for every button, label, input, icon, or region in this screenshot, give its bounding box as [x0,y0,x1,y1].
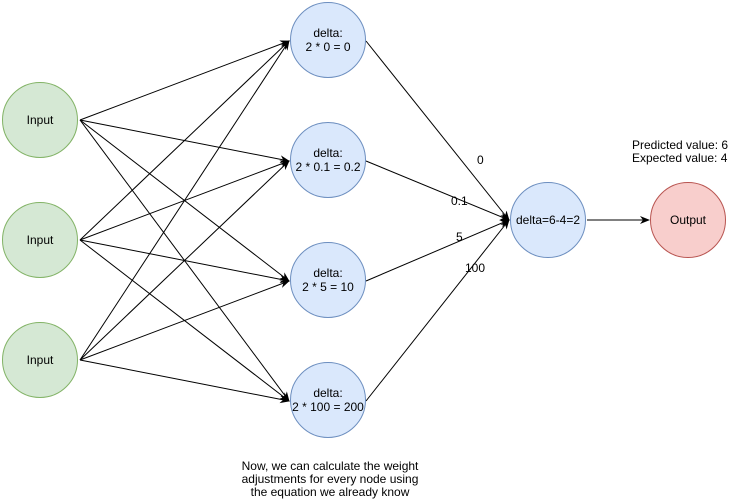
hidden-node-2: delta: 2 * 0.1 = 0.2 [290,122,366,198]
input-node-label: Input [26,113,54,127]
hidden-node-title: delta: [313,146,343,160]
edge-label-1: 0 [477,153,484,167]
edge-hidden-3-output-delta [365,219,510,282]
hidden-node-title: delta: [313,26,343,40]
note-line-1: Now, we can calculate the weight [241,459,419,473]
output-delta-node: delta=6-4=2 [510,182,586,258]
hidden-node-equation: 2 * 100 = 200 [292,400,364,414]
edge-hidden-2-output-delta [365,160,510,221]
input-node-2: Input [2,202,78,278]
input-node-label: Input [26,233,54,247]
hidden-node-3: delta: 2 * 5 = 10 [290,242,366,318]
edge-label-3: 5 [456,230,463,244]
hidden-node-1: delta: 2 * 0 = 0 [290,2,366,78]
explanation-note: Now, we can calculate the weight adjustm… [230,460,430,499]
edge-input-3-hidden-4 [79,359,290,404]
edge-input-3-hidden-1 [79,40,290,361]
edge-input-3-hidden-2 [79,160,290,361]
input-node-3: Input [2,322,78,398]
hidden-node-equation: 2 * 0.1 = 0.2 [295,160,361,174]
expected-value: Expected value: 4 [632,151,728,165]
output-node-label: Output [669,213,707,227]
edge-input-2-hidden-1 [79,40,290,241]
edge-label-4: 100 [465,261,486,275]
input-node-1: Input [2,82,78,158]
hidden-node-equation: 2 * 5 = 10 [302,280,354,294]
note-line-3: the equation we already know [250,485,410,499]
output-node: Output [650,182,726,258]
input-node-label: Input [26,353,54,367]
output-delta-label: delta=6-4=2 [515,213,581,227]
hidden-node-equation: 2 * 0 = 0 [305,40,351,54]
hidden-node-title: delta: [313,386,343,400]
edge-hidden-4-output-delta [365,219,510,402]
note-line-2: adjustments for every node using [241,472,419,486]
edge-input-3-hidden-3 [79,280,290,361]
predicted-value: Predicted value: 6 [632,138,729,152]
edge-hidden-1-output-delta [365,40,510,221]
hidden-node-title: delta: [313,266,343,280]
hidden-node-4: delta: 2 * 100 = 200 [290,362,366,438]
edge-label-2: 0.1 [451,194,468,208]
edge-input-1-hidden-1 [79,40,290,121]
